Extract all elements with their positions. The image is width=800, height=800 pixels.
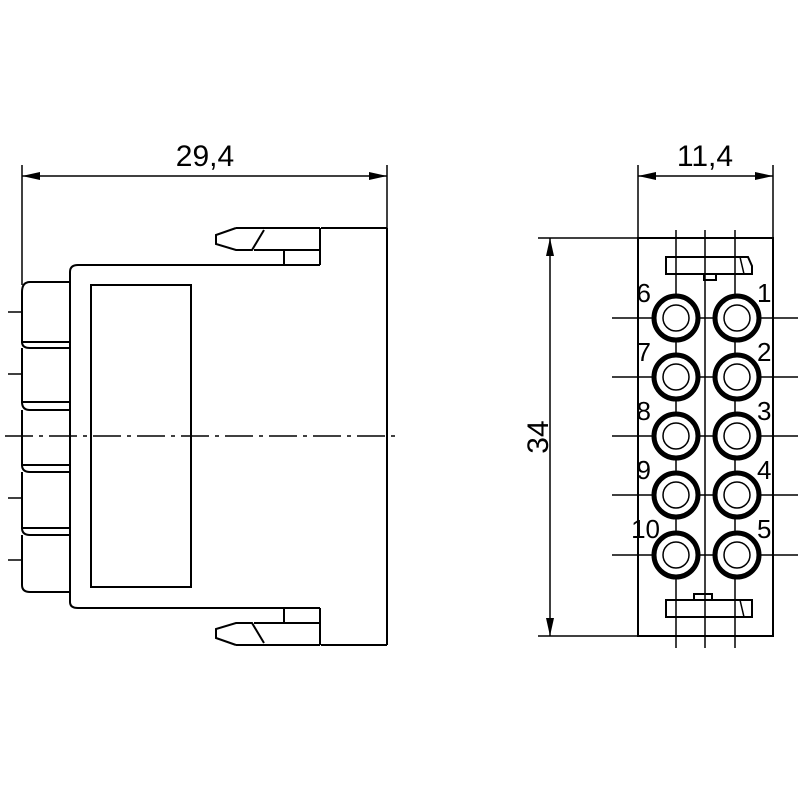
front-height-dimension: 34: [522, 237, 640, 637]
bottom-latch: [215, 608, 321, 646]
top-latch: [215, 227, 321, 265]
pin-7: [651, 352, 701, 402]
side-body: [69, 227, 388, 646]
front-width-label: 11,4: [677, 140, 733, 173]
top-key-slot: [665, 256, 753, 281]
pin-label-2: 2: [757, 337, 771, 367]
pin-4: [712, 470, 762, 520]
pin-label-7: 7: [637, 337, 651, 367]
pin-label-10: 10: [631, 514, 660, 544]
side-width-dimension: 29,4: [21, 140, 388, 285]
front-width-dimension: 11,4: [637, 140, 774, 238]
pin-label-4: 4: [757, 455, 771, 485]
pin-6: [651, 293, 701, 343]
side-view: 29,4: [5, 140, 400, 646]
pin-label-5: 5: [757, 514, 771, 544]
pin-1: [712, 293, 762, 343]
pin-8: [651, 411, 701, 461]
pin-label-9: 9: [637, 455, 651, 485]
contact-stack: [8, 281, 70, 593]
pin-2: [712, 352, 762, 402]
side-width-label: 29,4: [176, 140, 234, 173]
pin-3: [712, 411, 762, 461]
pin-5: [712, 530, 762, 580]
pin-label-6: 6: [637, 278, 651, 308]
pin-label-1: 1: [757, 278, 771, 308]
pin-label-3: 3: [757, 396, 771, 426]
front-view: 11,4 34: [522, 140, 798, 648]
pin-10: [651, 530, 701, 580]
bottom-key-slot: [665, 593, 753, 618]
pin-label-8: 8: [637, 396, 651, 426]
front-height-label: 34: [522, 420, 555, 453]
pin-9: [651, 470, 701, 520]
